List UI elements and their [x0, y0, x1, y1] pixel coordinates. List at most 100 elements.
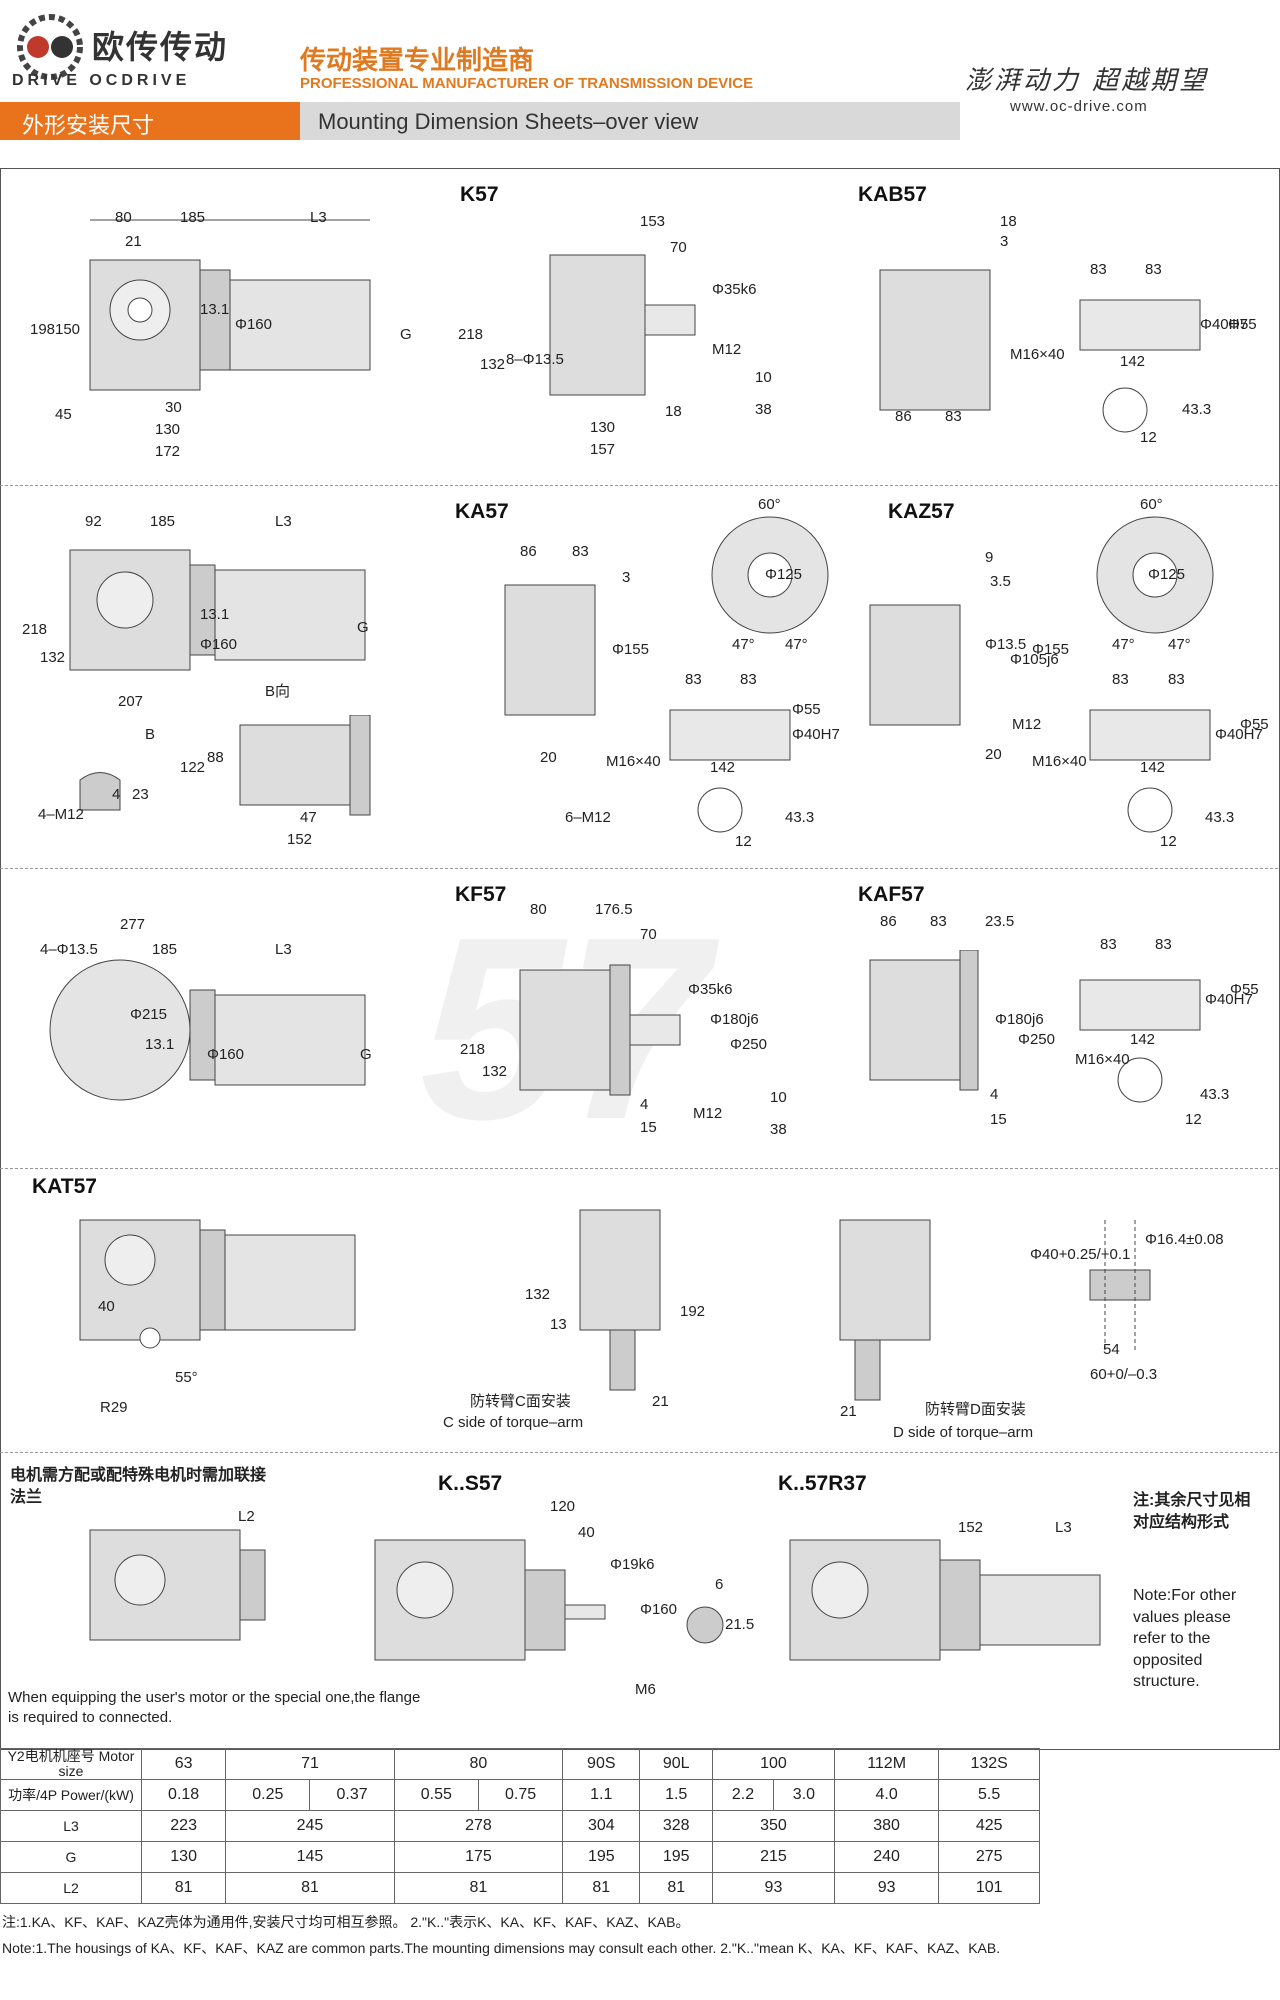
dim-label: 120 — [550, 1498, 576, 1515]
k57-side-drawing — [89, 219, 371, 391]
dim-label: 47° — [732, 636, 755, 653]
dim-label: 3 — [622, 569, 631, 586]
kaz57-shaft-drawing — [1089, 709, 1211, 833]
dim-label: Φ40H7 — [792, 726, 840, 743]
section-title-cn: 外形安装尺寸 — [22, 114, 155, 139]
table-row: G 130 145 175 195 195 215 240 275 — [0, 1841, 1040, 1873]
dim-label: G — [360, 1046, 372, 1063]
table-cell: 112M — [833, 1748, 940, 1780]
table-cell: 275 — [938, 1841, 1040, 1873]
dim-label: 13 — [550, 1316, 567, 1333]
kaf57-front-drawing — [869, 950, 979, 1091]
dim-label: 4 — [990, 1086, 999, 1103]
section-subbar: Mounting Dimension Sheets–over view — [300, 102, 960, 140]
torque-arm-c-drawing — [579, 1209, 661, 1391]
dim-label: 92 — [85, 513, 102, 530]
dim-label: 43.3 — [785, 809, 815, 826]
section-bar: 外形安装尺寸 — [0, 102, 300, 140]
dim-label: 4 — [112, 786, 121, 803]
dim-label: 18 — [1000, 213, 1017, 230]
dim-label: 43.3 — [1205, 809, 1235, 826]
table-cell: 81 — [140, 1872, 227, 1904]
row-label-g: G — [0, 1841, 142, 1873]
dim-label: 83 — [1090, 261, 1107, 278]
kaz57-front-drawing — [869, 604, 961, 726]
dim-label: 21 — [125, 233, 142, 250]
b-arrow-label: B — [145, 726, 156, 743]
table-row: L2 81 81 81 81 81 93 93 101 — [0, 1872, 1040, 1904]
dim-label: 83 — [1112, 671, 1129, 688]
table-cell: 5.5 — [938, 1779, 1040, 1811]
kab57-drawing — [879, 269, 1201, 433]
dim-label: 152 — [287, 831, 313, 848]
dim-label: 130 — [590, 419, 616, 436]
b-view-drawing — [239, 715, 371, 816]
dim-label: 38 — [755, 401, 772, 418]
section-k57-title: K57 — [460, 183, 499, 206]
dim-label: Φ55 — [792, 701, 821, 718]
dim-label: Φ35k6 — [688, 981, 733, 998]
section-kf57-title: KF57 — [455, 883, 507, 906]
dim-label: 86 — [520, 543, 537, 560]
table-cell: 195 — [639, 1841, 714, 1873]
dim-label: 21 — [652, 1393, 669, 1410]
dim-label: 4–M12 — [38, 806, 84, 823]
dim-label: 9 — [985, 549, 994, 566]
dim-label: 83 — [1145, 261, 1162, 278]
dim-label: Φ13.5 — [985, 636, 1027, 653]
dim-label: 8–Φ13.5 — [506, 351, 564, 368]
flange-note-en: When equipping the user's motor or the s… — [8, 1689, 421, 1727]
other-note-en: Note:For other values please refer to th… — [1133, 1587, 1237, 1691]
dim-label: Φ40H7 — [1200, 316, 1248, 333]
dim-label: Φ155 — [1032, 641, 1069, 658]
dim-label: 185 — [150, 513, 176, 530]
table-cell: 90S — [562, 1748, 641, 1780]
dim-label: 198 — [30, 321, 56, 338]
dim-label: 12 — [735, 833, 752, 850]
logo-text-cn: 欧传传动 — [92, 28, 229, 66]
dim-label: 10 — [755, 369, 772, 386]
dim-label: 83 — [1168, 671, 1185, 688]
dim-label: 20 — [985, 746, 1002, 763]
dim-label: 15 — [640, 1119, 657, 1136]
kat57-side-drawing — [79, 1219, 356, 1349]
dim-label: 54 — [1103, 1341, 1120, 1358]
flange-circle-drawing — [711, 516, 829, 634]
dim-label: 38 — [770, 1121, 787, 1138]
divider — [0, 1168, 1278, 1169]
ka57-shaft-drawing — [669, 709, 791, 833]
dim-label: Φ40H7 — [1215, 726, 1263, 743]
dim-label: 6 — [715, 1576, 724, 1593]
dim-label: 18 — [665, 403, 682, 420]
dim-label: 150 — [55, 321, 81, 338]
slogan: 澎湃动力 超越期望 — [965, 66, 1209, 96]
dim-label: 23 — [132, 786, 149, 803]
table-cell: 278 — [393, 1810, 564, 1842]
dim-label: Φ250 — [1018, 1031, 1055, 1048]
dim-label: Φ55 — [1230, 981, 1259, 998]
dim-label: 83 — [572, 543, 589, 560]
dim-label: 70 — [640, 926, 657, 943]
dim-label: 86 — [880, 913, 897, 930]
dim-label: M16×40 — [1032, 753, 1087, 770]
dim-label: 21.5 — [725, 1616, 755, 1633]
dim-label: Φ40+0.25/+0.1 — [1030, 1246, 1131, 1263]
dim-label: M6 — [635, 1681, 656, 1698]
table-row: Y2电机机座号 Motor size 63 71 80 90S 90L 100 … — [0, 1748, 1040, 1780]
table-cell: 130 — [140, 1841, 227, 1873]
dim-label: Φ16.4±0.08 — [1145, 1231, 1224, 1248]
table-cell: 0.75 — [477, 1779, 564, 1811]
dim-label: Φ19k6 — [610, 1556, 655, 1573]
dim-label: 185 — [152, 941, 178, 958]
kf57-front-drawing — [519, 964, 681, 1096]
dim-label: Φ40H7 — [1205, 991, 1253, 1008]
dim-label: Φ160 — [200, 636, 237, 653]
table-cell: 93 — [833, 1872, 940, 1904]
dim-label: Φ250 — [730, 1036, 767, 1053]
k57r37-drawing — [789, 1539, 1101, 1661]
table-cell: 328 — [639, 1810, 714, 1842]
dim-label: 23.5 — [985, 913, 1015, 930]
other-note-cn: 注:其余尺寸见相对应结构形式 — [1133, 1492, 1251, 1531]
section-title-en: Mounting Dimension Sheets–over view — [318, 109, 699, 134]
dim-label: 4–Φ13.5 — [40, 941, 98, 958]
